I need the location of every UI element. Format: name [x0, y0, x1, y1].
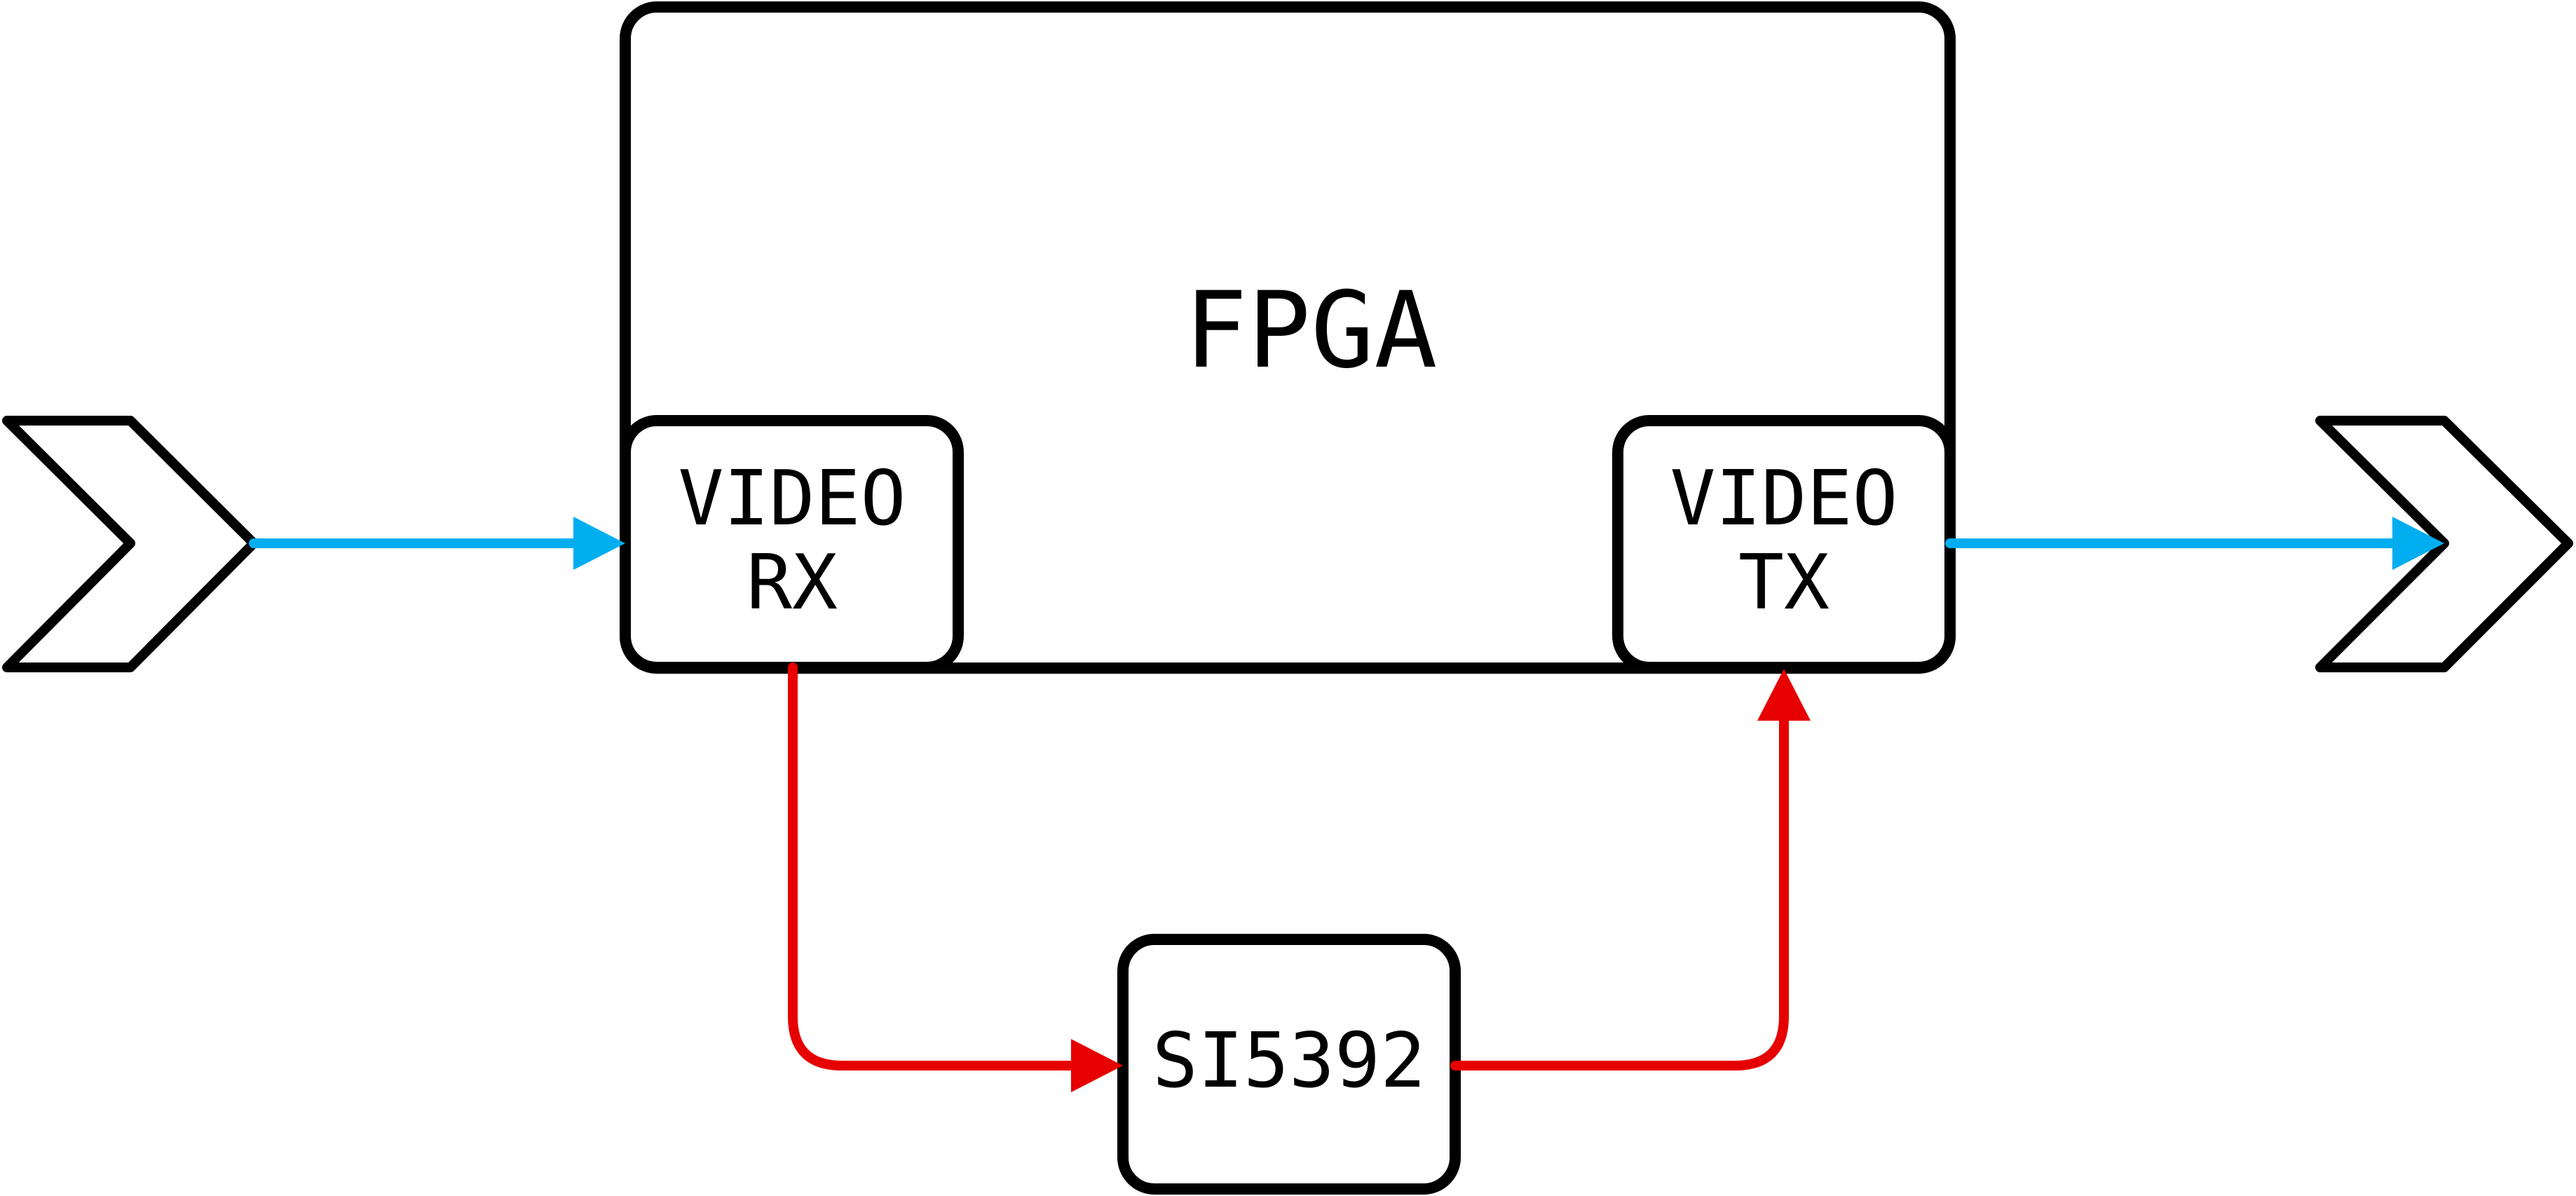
- video-rx-block: VIDEO RX: [620, 415, 964, 673]
- clean-clock-arrowhead: [1757, 669, 1811, 721]
- recovered-clock-line: [788, 662, 1084, 1071]
- video-tx-label-line1: VIDEO: [1670, 455, 1897, 543]
- si5392-label: SI5392: [1152, 1017, 1426, 1105]
- video-rx-label-line1: VIDEO: [678, 455, 906, 543]
- si5392-block: SI5392: [1117, 934, 1461, 1195]
- fpga-label: FPGA: [1184, 270, 1437, 392]
- input-connector-icon: [2, 416, 259, 672]
- clean-clock-line: [1450, 712, 1789, 1071]
- data-output-arrowhead: [2392, 517, 2444, 570]
- recovered-clock-arrowhead: [1071, 1039, 1123, 1092]
- video-tx-block: VIDEO TX: [1612, 415, 1956, 673]
- video-rx-label-line2: RX: [747, 539, 838, 627]
- data-input-arrowhead: [573, 517, 625, 570]
- video-tx-label-line2: TX: [1738, 539, 1829, 627]
